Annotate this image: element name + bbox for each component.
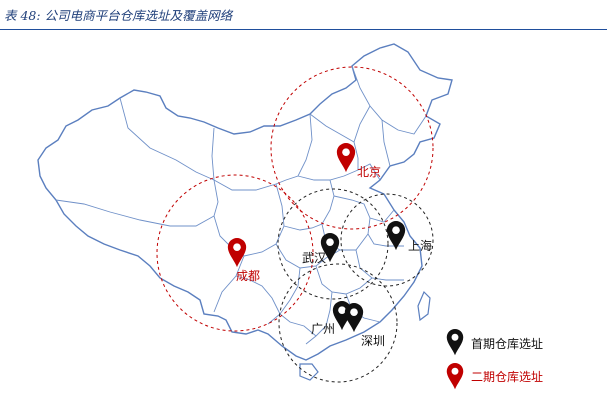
legend: 首期仓库选址 二期仓库选址 [446,329,543,390]
figure-title: 公司电商平台仓库选址及覆盖网络 [44,8,233,23]
coverage-circle-wuhan [277,188,389,300]
city-label-beijing: 北京 [357,165,381,179]
city-label-guangzhou: 广州 [311,322,335,336]
coverage-circle-south [278,263,398,383]
figure-caption: 表 48: 公司电商平台仓库选址及覆盖网络 [4,5,232,24]
warehouse-map: 北京 成都 武汉 上海 广州 深圳 首期仓库选址 二期仓库选址 [37,43,543,390]
mainland-border [37,43,453,361]
city-label-wuhan: 武汉 [302,251,326,265]
legend-label-phase1: 首期仓库选址 [471,336,543,351]
city-label-shenzhen: 深圳 [361,334,385,348]
figure-number: 表 48: [4,8,41,23]
legend-label-phase2: 二期仓库选址 [471,369,543,384]
caption-bar: 表 48: 公司电商平台仓库选址及覆盖网络 [0,0,607,30]
coverage-circle-beijing [270,66,434,230]
coverage-circle-shanghai [340,193,434,287]
city-labels: 北京 成都 武汉 上海 广州 深圳 [236,165,432,348]
legend-pin-icon-phase1 [446,329,464,356]
legend-pin-icon-phase2 [446,363,464,390]
coverage-circle-chengdu [156,174,314,332]
taiwan-island [417,290,431,322]
hainan-island [299,363,319,381]
coverage-circles [156,66,434,383]
city-label-shanghai: 上海 [408,238,432,253]
china-outline [37,43,453,381]
city-label-chengdu: 成都 [236,269,260,283]
